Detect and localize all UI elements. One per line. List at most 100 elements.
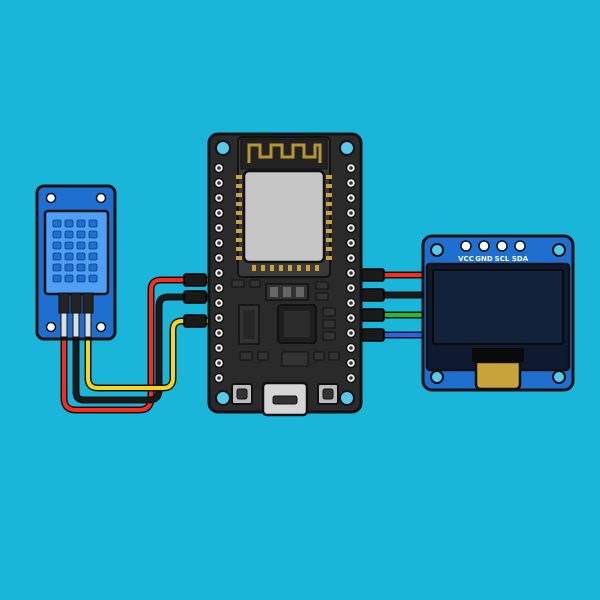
grille-slot [76,219,86,228]
oled-screen [432,269,564,345]
wire [62,278,212,412]
module-pad [326,193,332,197]
oled-pin-hole[interactable] [478,240,490,252]
grille-slot [76,274,86,283]
grille-slot [64,230,74,239]
dht-pin[interactable] [84,312,92,338]
grille-slot [64,274,74,283]
esp32-header-pins [213,162,357,384]
dupont-connector [361,268,385,282]
grille-slot [88,274,98,283]
mount-hole [215,390,231,406]
module-pad [236,202,242,206]
dupont-connector [361,288,385,302]
dht-sensor-grille [43,209,110,296]
mount-hole [45,192,57,204]
module-pad [326,229,332,233]
grille-slot [88,263,98,272]
grille-slot [64,252,74,261]
grille-slot [52,252,62,261]
module-shield [242,169,326,264]
module-pad [326,211,332,215]
grille-slot [64,219,74,228]
module-pad [306,265,310,271]
grille-slot [76,263,86,272]
mount-hole [45,321,57,333]
oled-pin-hole[interactable] [514,240,526,252]
mount-hole [552,370,566,384]
dht-sensor[interactable] [35,184,117,341]
grille-slot [88,230,98,239]
module-pad [326,220,332,224]
micro-usb-port[interactable] [261,381,309,417]
module-pad [326,184,332,188]
reset-button[interactable] [231,383,253,405]
esp32-board[interactable] [207,132,363,417]
grille-slot [88,252,98,261]
wifi-module [236,136,332,278]
mount-hole [95,321,107,333]
grille-slot [52,263,62,272]
grille-slot [76,230,86,239]
module-pad [236,211,242,215]
mount-hole [552,243,566,257]
oled-pin-label-sda: SDA [512,255,529,263]
grille-slot [64,263,74,272]
dht-pin[interactable] [72,312,80,338]
oled-display[interactable]: VCC GND SCL SDA [421,234,575,392]
mount-hole [430,370,444,384]
grille-slot [52,241,62,250]
module-pad [326,175,332,179]
module-pad [279,265,283,271]
oled-pin-hole[interactable] [496,240,508,252]
grille-slot [88,241,98,250]
module-pad [236,175,242,179]
module-pad [326,238,332,242]
mount-hole [430,243,444,257]
mount-hole [215,140,231,156]
mount-hole [339,390,355,406]
antenna-trace [247,143,322,163]
oled-ribbon-cable [474,360,522,391]
wire [74,295,212,402]
grille-slot [52,219,62,228]
module-pad [261,265,265,271]
dupont-connector [183,273,207,287]
module-pad [326,202,332,206]
grille-slot [52,230,62,239]
dupont-connector [361,328,385,342]
module-pad [236,238,242,242]
oled-pin-hole[interactable] [460,240,472,252]
oled-pin-label-vcc: VCC [458,255,474,263]
boot-button[interactable] [317,383,339,405]
oled-pin-label-gnd: GND [475,255,493,263]
module-pad [326,247,332,251]
module-pad [236,193,242,197]
wire-layer [60,268,427,414]
module-pad [252,265,256,271]
dupont-connector [183,314,207,328]
module-pad [297,265,301,271]
mount-hole [95,192,107,204]
module-pad [236,229,242,233]
mount-hole [339,140,355,156]
grille-slot [76,241,86,250]
module-pad [270,265,274,271]
grille-slot [88,219,98,228]
board-components [231,279,340,367]
module-pad [315,265,319,271]
module-pad [288,265,292,271]
grille-slot [76,252,86,261]
dupont-connector [183,290,207,304]
grille-slot [64,241,74,250]
module-pad [236,220,242,224]
grille-slot [52,274,62,283]
dht-pin[interactable] [60,312,68,338]
module-pad [236,256,242,260]
wire [86,319,212,390]
module-pad [236,247,242,251]
module-pad [236,184,242,188]
module-pad [326,256,332,260]
oled-pin-label-scl: SCL [495,255,510,263]
